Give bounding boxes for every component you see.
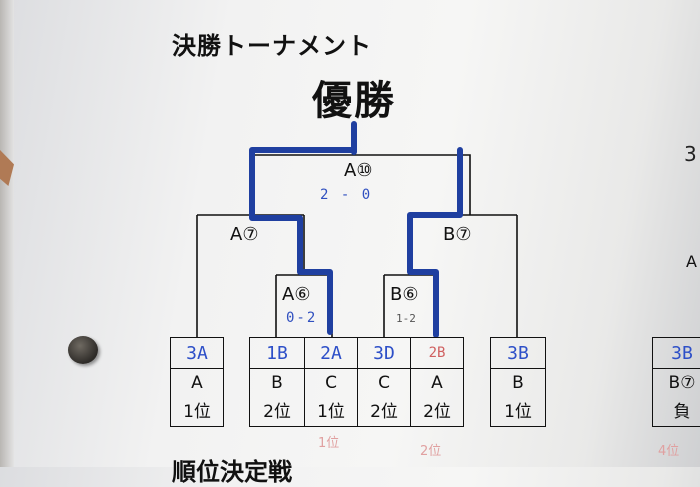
semi-right-label: B⑦ (443, 224, 472, 245)
team-group: C (378, 373, 390, 393)
team-box: 2A C 1位 (304, 337, 358, 427)
team-rank: 1位 (183, 402, 211, 422)
team-rank: 1位 (504, 402, 532, 422)
team-group: B (271, 373, 283, 393)
winner-path-marker (249, 121, 357, 335)
quarter-right-label: B⑥ (390, 284, 419, 305)
handwritten-note: 2位 (420, 444, 442, 459)
final-score: 2 - 0 (320, 187, 373, 203)
semi-left-label: A⑦ (230, 224, 259, 245)
team-group: A (191, 373, 203, 393)
team-seed: 3A (171, 338, 223, 369)
team-group: A (431, 373, 443, 393)
paper-edge-shadow (0, 0, 14, 467)
winner-path-marker-right (407, 147, 463, 338)
team-seed: 2B (411, 338, 463, 369)
team-seed: 3B (653, 338, 700, 369)
team-seed: 1B (250, 338, 304, 369)
side-result: 負 (673, 402, 691, 422)
team-seed: 2A (305, 338, 357, 369)
handwritten-note: 1位 (318, 436, 340, 451)
team-box: 1B B 2位 (249, 337, 305, 427)
team-rank: 2位 (370, 402, 398, 422)
team-rank: 1位 (317, 402, 345, 422)
side-bracket-seed-top: A (686, 252, 697, 271)
team-seed: 3D (358, 338, 410, 369)
team-box: 3B B 1位 (490, 337, 546, 427)
quarter-left-label: A⑥ (282, 284, 311, 305)
final-match-label: A⑩ (344, 160, 373, 181)
bracket-lines (196, 121, 518, 338)
right-edge-text: 3 (684, 142, 697, 166)
team-group: B (512, 373, 524, 393)
section-heading: 順位決定戦 (172, 458, 292, 486)
team-rank: 2位 (423, 402, 451, 422)
team-group: C (325, 373, 337, 393)
team-rank: 2位 (263, 402, 291, 422)
side-team-box: 3B B⑦ 負 (652, 337, 700, 427)
winner-label: 優勝 (312, 78, 396, 124)
quarter-left-score: 0-2 (286, 310, 318, 326)
quarter-right-score: 1-2 (396, 312, 416, 325)
team-box: 3D C 2位 (357, 337, 411, 427)
push-pin (68, 336, 98, 364)
side-match-label: B⑦ (668, 373, 696, 393)
team-box: 3A A 1位 (170, 337, 224, 427)
team-seed: 3B (491, 338, 545, 369)
team-box: 2B A 2位 (410, 337, 464, 427)
tournament-title: 決勝トーナメント (172, 32, 372, 60)
handwritten-note: 4位 (658, 444, 680, 459)
